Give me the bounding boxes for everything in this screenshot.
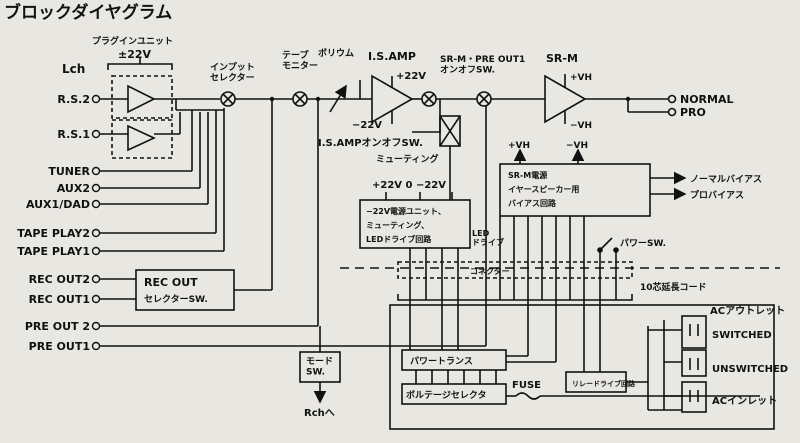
plugin-amp-rs1 [127, 124, 156, 152]
input-rs1: R.S.1 [57, 128, 90, 141]
power-unit-rails: +22V 0 −22V [372, 180, 446, 191]
is-amp-label: I.S.AMP [368, 50, 416, 63]
input-rec-out2: REC OUT2 [29, 273, 90, 286]
srm-power-line1: SR-M電源 [508, 170, 547, 180]
ac-outlet-label: ACアウトレット [710, 305, 785, 317]
srm-vh-pos: +VH [570, 73, 592, 83]
diagram-title: ブロックダイヤグラム [4, 2, 172, 23]
input-rs2: R.S.2 [57, 93, 90, 106]
ac-inlet-label: ACインレット [712, 395, 777, 407]
input-tape-play1: TAPE PLAY1 [17, 245, 90, 258]
cable-label: 10芯延長コード [640, 281, 707, 293]
volume-label: ボリウム [318, 47, 354, 59]
input-aux2: AUX2 [57, 182, 90, 195]
is-amp-switch-label: I.S.AMPオンオフSW. [318, 137, 423, 149]
srm-power-vh-pos: +VH [508, 141, 530, 151]
rec-out-line1: REC OUT [144, 276, 198, 289]
power-chassis-box [389, 304, 775, 430]
srm-vh-neg: −VH [570, 121, 592, 131]
plugin-unit-box-rs1 [111, 119, 173, 159]
fuse-label: FUSE [512, 380, 541, 391]
plugin-label: プラグインユニット [92, 35, 173, 47]
input-aux1: AUX1/DAD [26, 198, 90, 211]
ac-outlet-unswitched [681, 349, 707, 377]
power-unit-line2: ミューティング、 [366, 220, 429, 230]
rec-out-line2: セレクターSW. [144, 293, 208, 305]
relay-label: リレードライブ回路 [572, 379, 636, 388]
transformer-label: パワートランス [410, 355, 473, 367]
voltage-selector-box [401, 383, 507, 405]
muting-label: ミューティング [376, 153, 438, 165]
input-tape-play2: TAPE PLAY2 [17, 227, 90, 240]
plugin-unit-box-rs2 [111, 75, 173, 119]
connector-label: コネクター [470, 266, 510, 276]
input-pre-out2: PRE OUT 2 [25, 320, 90, 333]
power-unit-box [359, 199, 471, 249]
is-amp-neg: −22V [352, 120, 382, 131]
srm-power-line2: イヤースピーカー用 [508, 184, 579, 194]
input-selector-label: インプットセレクター [210, 61, 255, 83]
pro-bias-label: プロバイアス [690, 189, 744, 201]
normal-bias-label: ノーマルバイアス [690, 174, 762, 185]
input-rec-out1: REC OUT1 [29, 293, 90, 306]
input-pre-out1: PRE OUT1 [29, 340, 90, 353]
srm-power-vh-neg: −VH [566, 141, 588, 151]
output-normal: NORMAL [680, 93, 734, 106]
plugin-amp-rs2 [127, 84, 156, 114]
srm-label: SR-M [546, 52, 578, 65]
srm-power-line3: バイアス回路 [508, 198, 557, 208]
connector-box [397, 261, 633, 279]
ac-inlet [681, 381, 707, 413]
rch-label: Rchへ [304, 408, 335, 419]
input-tuner: TUNER [48, 165, 90, 178]
power-unit-line1: −22V電源ユニット、 [366, 206, 446, 216]
power-unit-line3: LEDドライブ回路 [366, 234, 432, 244]
tape-monitor-label: テープモニター [282, 49, 318, 71]
voltage-selector-label: ボルテージセレクタ [406, 389, 486, 401]
srm-power-box [499, 163, 651, 217]
ac-outlet-switched [681, 315, 707, 349]
is-amp-pos: +22V [396, 71, 426, 82]
power-switch-label: パワーSW. [620, 237, 666, 249]
output-pro: PRO [680, 106, 706, 119]
ac-switched-label: SWITCHED [712, 330, 772, 341]
power-transformer-box [401, 349, 507, 371]
plugin-voltage: ±22V [118, 48, 152, 61]
channel-label: Lch [62, 62, 85, 76]
ac-unswitched-label: UNSWITCHED [712, 364, 788, 375]
